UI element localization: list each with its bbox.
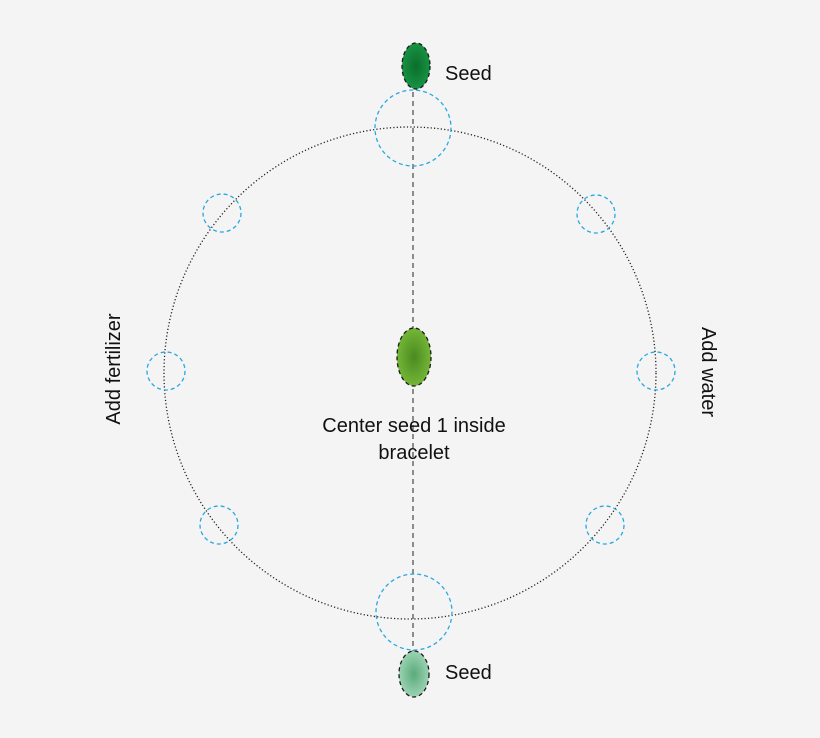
center-seed-label-line1: Center seed 1 inside [322, 415, 505, 437]
add-water-label: Add water [697, 327, 719, 417]
seed-top-icon [401, 42, 431, 90]
marker-circles [146, 89, 676, 651]
seed-top-label: Seed [445, 63, 492, 85]
marker-circle-upper-right [576, 194, 616, 234]
bracelet-circle [163, 126, 657, 620]
marker-circle-right [636, 351, 676, 391]
marker-circle-lower-right [585, 505, 625, 545]
marker-circle-lower-left [199, 505, 239, 545]
marker-circle-upper-left [202, 193, 242, 233]
marker-circle-bottom [375, 573, 453, 651]
center-seed-label-line2: bracelet [378, 442, 450, 464]
add-fertilizer-label: Add fertilizer [103, 313, 125, 424]
marker-circle-left [146, 351, 186, 391]
seed-bottom-label: Seed [445, 662, 492, 684]
marker-circle-top [374, 89, 452, 167]
seed-center-icon [396, 327, 432, 387]
seed-bottom-icon [398, 650, 430, 698]
